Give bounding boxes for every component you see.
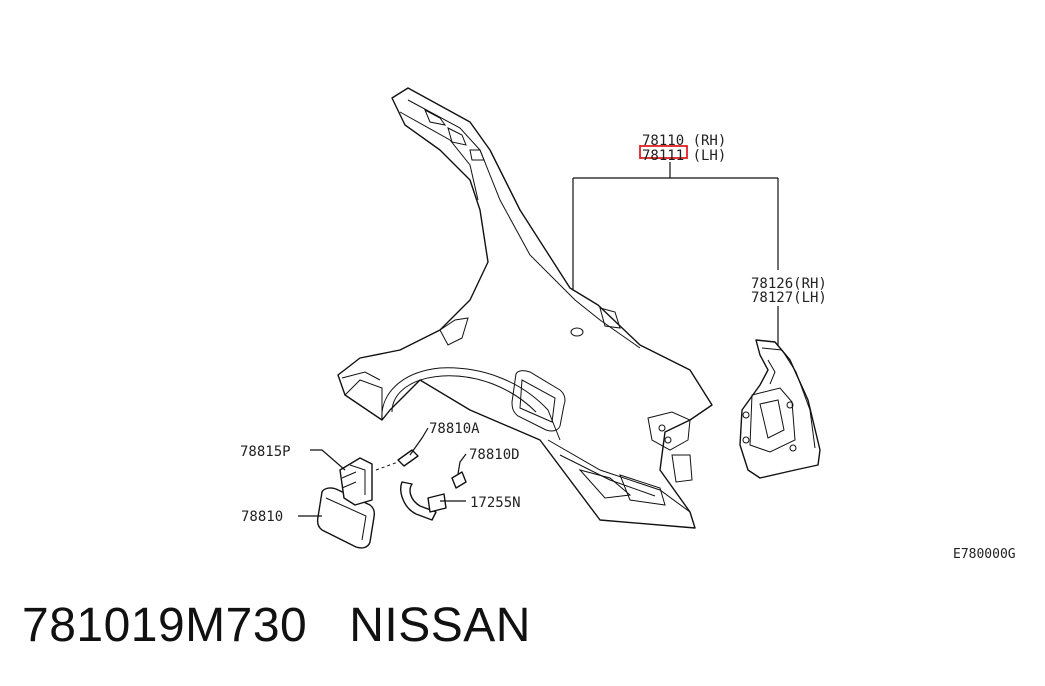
callout-78815P: 78815P — [240, 444, 291, 460]
callout-78810A: 78810A — [429, 421, 480, 437]
rear-fender-panel — [337, 87, 713, 529]
callout-78810D: 78810D — [469, 447, 520, 463]
lid-plunger-part — [375, 449, 419, 471]
callout-17255N: 17255N — [470, 495, 521, 511]
wheelhouse-extension-part — [739, 339, 821, 479]
brand-name: NISSAN — [349, 599, 531, 652]
highlight-box — [639, 145, 688, 159]
callout-78110-rh: 78110 (RH) — [642, 133, 726, 149]
callout-78810: 78810 — [241, 509, 283, 525]
callout-78111-lh: 78111 (LH) — [642, 148, 726, 164]
callout-78126-rh: 78126(RH) — [751, 276, 827, 292]
lid-bumper-part — [451, 471, 467, 489]
lid-hinge-part — [339, 457, 373, 506]
part-footer: 781019M730 NISSAN — [22, 598, 573, 653]
hose-bracket-part — [400, 481, 447, 521]
drawing-code: E780000G — [953, 547, 1016, 562]
leader-lines — [298, 162, 779, 517]
callout-78127-lh: 78127(LH) — [751, 290, 827, 306]
part-number: 781019M730 — [22, 599, 308, 652]
